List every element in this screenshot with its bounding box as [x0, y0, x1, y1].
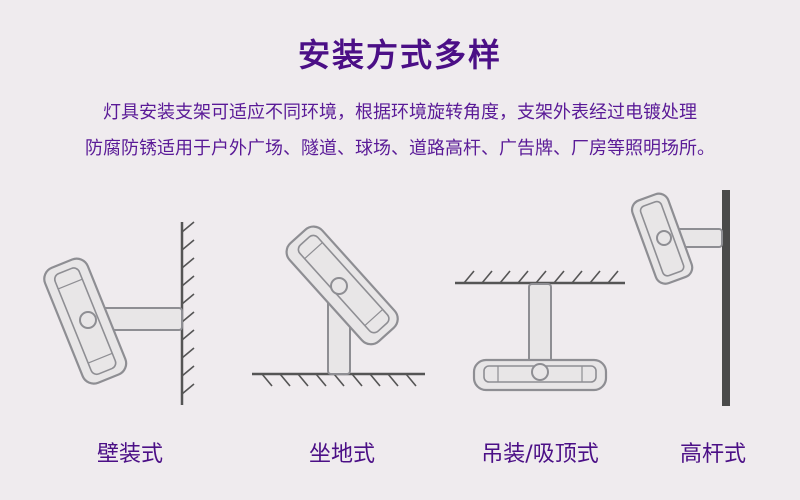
floor-mount-label: 坐地式 — [308, 442, 375, 467]
wall-mount-label: 壁装式 — [96, 442, 163, 467]
page-title: 安装方式多样 — [297, 36, 502, 74]
description-line-1: 灯具安装支架可适应不同环境，根据环境旋转角度，支架外表经过电镀处理 — [103, 102, 697, 123]
wall-mount-light-diagram — [43, 221, 195, 405]
pole-mount-light-diagram — [630, 190, 730, 406]
ceiling-mount-light-diagram — [455, 270, 625, 392]
description-line-2: 防腐防锈适用于户外广场、隧道、球场、道路高杆、广告牌、厂房等照明场所。 — [85, 138, 715, 159]
pole-mount-label: 高杆式 — [679, 442, 746, 467]
floor-mount-light-diagram — [252, 225, 425, 387]
ceiling-mount-label: 吊装/吸顶式 — [481, 442, 599, 467]
